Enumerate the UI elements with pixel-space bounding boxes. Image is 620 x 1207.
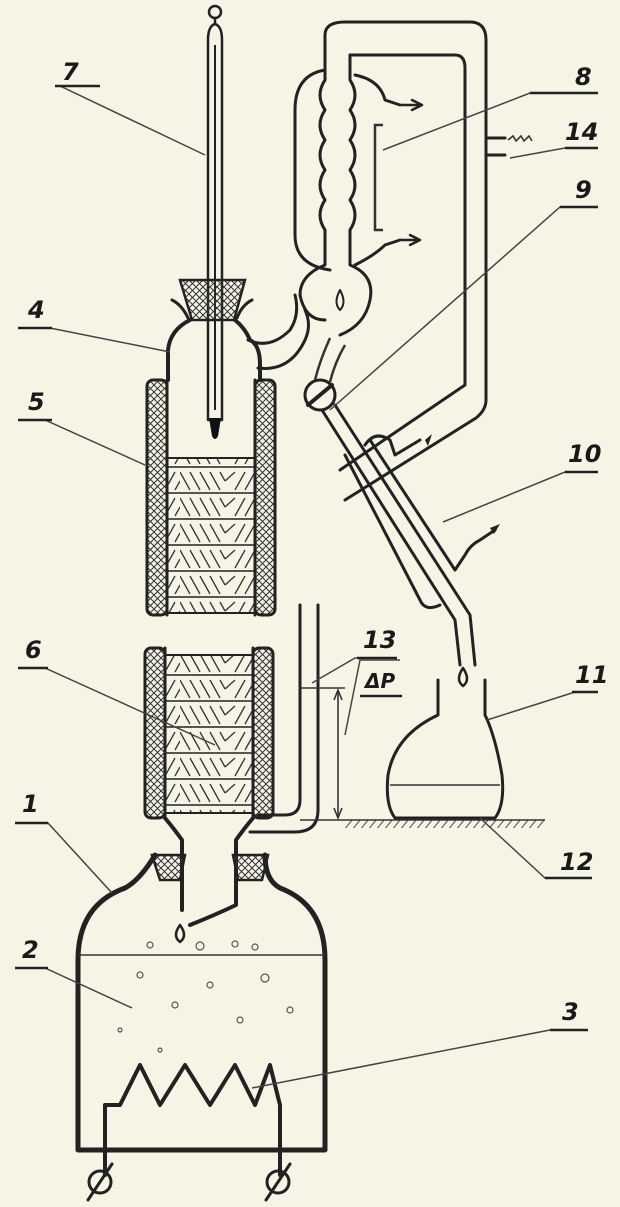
label-2: 2	[22, 936, 39, 964]
heater-coil	[103, 1063, 282, 1177]
label-5: 5	[28, 388, 45, 416]
label-7: 7	[62, 58, 79, 86]
label-6: 6	[25, 636, 42, 664]
flask-stopper	[150, 853, 270, 882]
vacuum-outlet	[484, 136, 507, 157]
leader-lines	[20, 85, 595, 1089]
label-12: 12	[560, 848, 593, 876]
boiling-flask	[75, 852, 328, 1153]
manometer-tube	[248, 603, 345, 834]
reflux-condenser	[293, 33, 424, 337]
receiver-flask	[385, 678, 505, 820]
part-labels: 7 8 14 9 4 5 10 6 13 ΔP 11 1 12 2 3	[15, 58, 608, 1032]
label-8: 8	[575, 63, 592, 91]
label-14: 14	[565, 118, 598, 146]
electrical-terminals	[86, 1162, 292, 1202]
label-9: 9	[575, 176, 592, 204]
label-10: 10	[568, 440, 601, 468]
column-lower-section	[143, 646, 275, 944]
boiling-bubbles	[117, 940, 294, 1053]
top-stopper	[178, 278, 247, 322]
stopcock-valve[interactable]	[303, 337, 347, 412]
ground-surface	[345, 820, 545, 828]
return-tube	[323, 20, 488, 502]
column-upper-section	[145, 378, 277, 617]
descending-condenser	[320, 403, 500, 688]
vacuum-pump-arrow	[507, 134, 533, 143]
label-1: 1	[22, 790, 39, 818]
vapor-side-arm	[246, 293, 310, 370]
label-delta-p: ΔP	[363, 669, 395, 693]
label-11: 11	[575, 661, 608, 689]
thermometer	[206, 4, 224, 439]
label-13: 13	[363, 626, 396, 654]
label-3: 3	[562, 998, 579, 1026]
label-4: 4	[27, 296, 45, 324]
